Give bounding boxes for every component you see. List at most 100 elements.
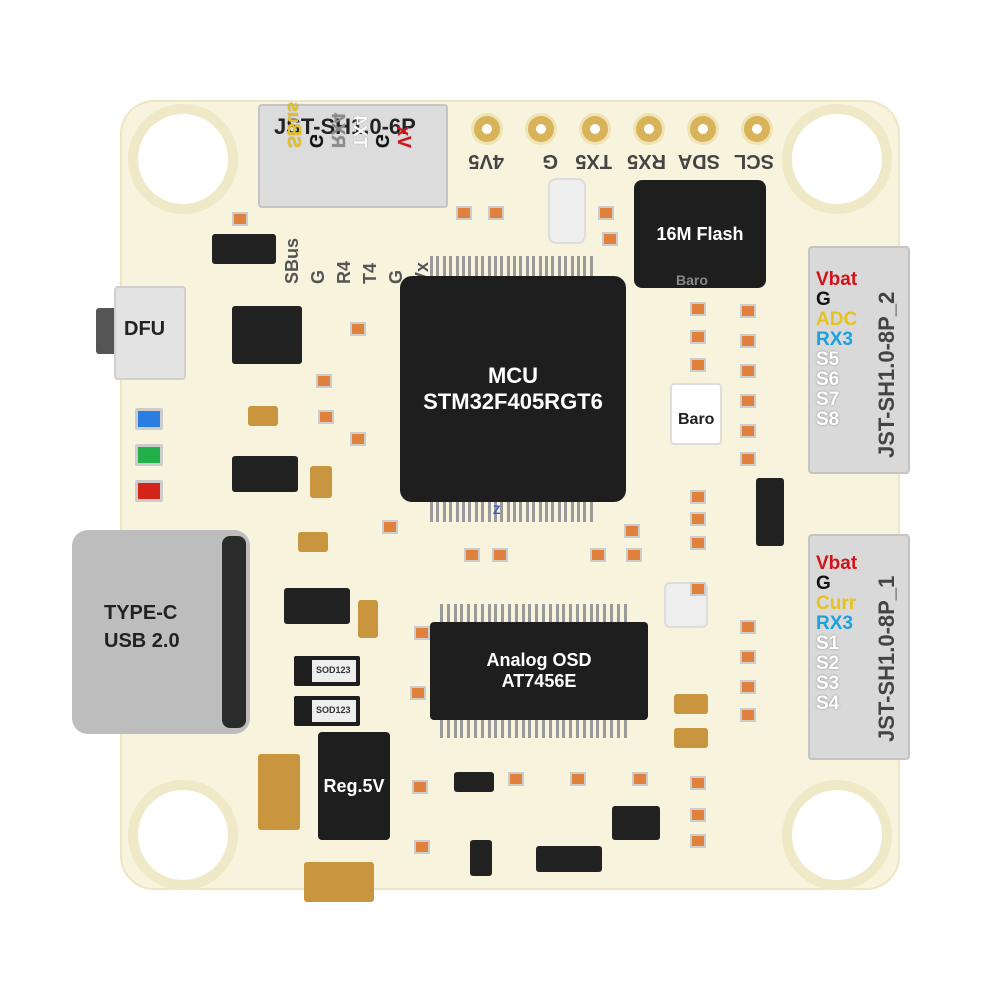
top-pad-0[interactable] bbox=[474, 116, 500, 142]
mcu-chip: MCU STM32F405RGT6 bbox=[400, 276, 626, 502]
jst-6p-pin-5: SBus bbox=[284, 101, 304, 148]
jst-8p-1-pin-7: S4 bbox=[816, 693, 840, 714]
mcu-pins-top bbox=[430, 256, 593, 276]
mount-hole-bottom-left bbox=[138, 790, 228, 880]
resistor-39 bbox=[412, 780, 428, 794]
usb-c-connector[interactable]: TYPE-C USB 2.0 bbox=[72, 530, 250, 734]
resistor-23 bbox=[690, 512, 706, 526]
capacitor-3 bbox=[298, 532, 328, 552]
mount-hole-bottom-right bbox=[792, 790, 882, 880]
resistor-10 bbox=[414, 626, 430, 640]
osd-chip: Analog OSD AT7456E bbox=[430, 622, 648, 720]
resistor-19 bbox=[690, 302, 706, 316]
dfu-label: DFU bbox=[124, 318, 166, 340]
axis-mark-z: Z bbox=[493, 503, 501, 517]
resistor-7 bbox=[318, 410, 334, 424]
ic-top-left bbox=[212, 234, 276, 264]
top-pad-1[interactable] bbox=[528, 116, 554, 142]
resistor-24 bbox=[690, 536, 706, 550]
top-pad-5[interactable] bbox=[744, 116, 770, 142]
capacitor-1 bbox=[248, 406, 278, 426]
resistor-12 bbox=[624, 524, 640, 538]
resistor-26 bbox=[690, 776, 706, 790]
diode-1-label: SOD123 bbox=[316, 665, 351, 675]
resistor-0 bbox=[456, 206, 472, 220]
top-pad-4[interactable] bbox=[690, 116, 716, 142]
jst-6p-pin-1: G bbox=[372, 133, 392, 148]
resistor-1 bbox=[488, 206, 504, 220]
diode-2: SOD123 bbox=[294, 696, 360, 726]
jst-6p-title: JST-SH1.0-6P bbox=[274, 114, 416, 139]
capacitor-6 bbox=[674, 728, 708, 748]
resistor-17 bbox=[508, 772, 524, 786]
jst-8p-1-pin-4: S1 bbox=[816, 633, 840, 654]
dfu-switch-knob[interactable] bbox=[96, 308, 118, 354]
jst-8p-1-pin-0: Vbat bbox=[816, 553, 858, 574]
resistor-2 bbox=[598, 206, 614, 220]
mcu-label-line2: STM32F405RGT6 bbox=[423, 389, 603, 414]
capacitor-4 bbox=[358, 600, 378, 638]
diode-2-label: SOD123 bbox=[316, 705, 351, 715]
resistor-5 bbox=[350, 322, 366, 336]
top-pad-label-4: SDA bbox=[677, 150, 720, 172]
resistor-34 bbox=[740, 452, 756, 466]
usb-label-line2: USB 2.0 bbox=[104, 630, 180, 652]
mount-hole-top-left bbox=[138, 114, 228, 204]
capacitor-5 bbox=[674, 694, 708, 714]
resistor-36 bbox=[740, 650, 756, 664]
resistor-31 bbox=[740, 364, 756, 378]
jst-8p-2-pin-5: S6 bbox=[816, 369, 840, 390]
ic-right-vertical bbox=[756, 478, 784, 546]
jst-8p-2-pin-6: S7 bbox=[816, 389, 840, 410]
jst-8p-2-title: JST-SH1.0-8P_2 bbox=[874, 291, 899, 458]
resistor-22 bbox=[690, 490, 706, 504]
mcu-pins-bottom bbox=[430, 502, 593, 522]
led-green bbox=[135, 444, 163, 466]
ic-imu bbox=[232, 306, 302, 364]
ic-ldo bbox=[284, 588, 350, 624]
crystal bbox=[548, 178, 586, 244]
top-pad-label-2: TX5 bbox=[575, 150, 612, 172]
transistor bbox=[454, 772, 494, 792]
mcu-label-line1: MCU bbox=[487, 363, 539, 388]
top-pad-label-3: RX5 bbox=[627, 150, 666, 172]
baro-sensor: Baro bbox=[670, 383, 722, 445]
jst-6p-silk-1: G bbox=[308, 269, 328, 284]
top-pad-label-5: SCL bbox=[734, 150, 774, 172]
flash-chip: 16M Flash bbox=[634, 180, 766, 288]
jst-8p-2-pin-7: S8 bbox=[816, 409, 840, 430]
resistor-40 bbox=[414, 840, 430, 854]
top-pad-label-1: G bbox=[542, 150, 558, 172]
diode-1: SOD123 bbox=[294, 656, 360, 686]
resistor-3 bbox=[602, 232, 618, 246]
top-pad-2[interactable] bbox=[582, 116, 608, 142]
jst-8p-1-connector bbox=[808, 534, 910, 760]
jst-8p-1-pin-3: RX3 bbox=[816, 613, 853, 634]
jst-6p-pin-4: G bbox=[306, 133, 326, 148]
dfu-button[interactable]: DFU bbox=[114, 286, 186, 380]
top-pad-3[interactable] bbox=[636, 116, 662, 142]
resistor-6 bbox=[316, 374, 332, 388]
regulator-chip: Reg.5V bbox=[318, 732, 390, 840]
jst-8p-2-pin-4: S5 bbox=[816, 349, 840, 370]
jst-8p-2-pin-0: Vbat bbox=[816, 269, 858, 290]
jst-6p-pin-3: RX4 bbox=[328, 112, 348, 148]
jst-8p-1-pin-2: Curr bbox=[816, 593, 857, 614]
baro-label: Baro bbox=[678, 411, 715, 428]
jst-8p-1-title: JST-SH1.0-8P_1 bbox=[874, 575, 899, 742]
capacitor-2 bbox=[310, 466, 332, 498]
osd-pins-top bbox=[440, 604, 627, 622]
resistor-29 bbox=[740, 304, 756, 318]
jst-8p-1-pin-5: S2 bbox=[816, 653, 840, 674]
resistor-20 bbox=[690, 330, 706, 344]
ic-mosfet bbox=[232, 456, 298, 492]
resistor-37 bbox=[740, 680, 756, 694]
capacitor-large bbox=[258, 754, 300, 830]
jst-8p-2-pin-1: G bbox=[816, 289, 831, 310]
jst-6p-silk-2: R4 bbox=[334, 260, 354, 284]
resistor-41 bbox=[632, 772, 648, 786]
baro-ghost-label: Baro bbox=[676, 272, 708, 288]
jst-8p-2-connector bbox=[808, 246, 910, 474]
